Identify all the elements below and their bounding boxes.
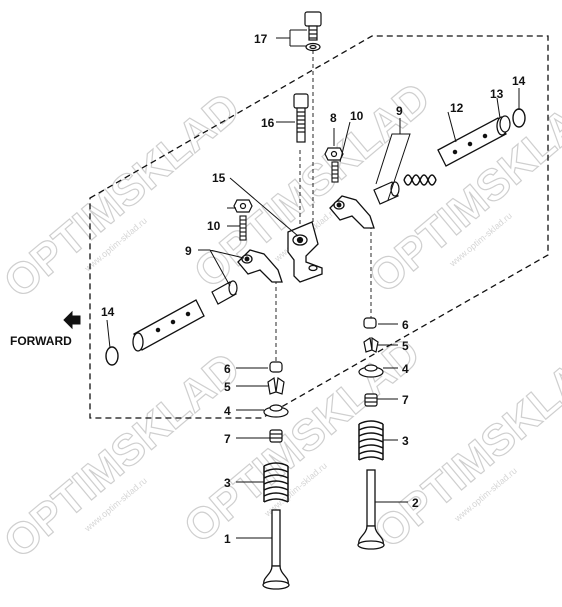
valve-1-left: [262, 509, 290, 590]
bushing-lower: [211, 280, 238, 305]
seal-7-left: [269, 429, 283, 443]
bolt-17: [304, 11, 322, 52]
valve-2-right: [357, 469, 385, 550]
nut-8-lower: [233, 199, 253, 213]
callout-4-right: 4: [402, 362, 409, 376]
forward-label: FORWARD: [10, 334, 72, 348]
callout-2: 2: [412, 496, 419, 510]
cotters-5-left: [267, 376, 285, 395]
cap-6-right: [363, 317, 377, 329]
callout-9-upper: 9: [396, 104, 403, 118]
assembly-boundary-dashed: [89, 35, 549, 419]
callout-14-lower: 14: [101, 305, 115, 319]
callout-12: 12: [450, 101, 464, 115]
callout-1: 1: [224, 532, 231, 546]
rocker-arm-9-upper: [329, 195, 375, 229]
callout-3-right: 3: [402, 434, 409, 448]
bolt-16: [293, 93, 309, 143]
cotters-5-right: [363, 336, 379, 353]
circlip-14-upper: [512, 108, 526, 128]
callout-15: 15: [212, 171, 226, 185]
retainer-4-left: [263, 404, 289, 418]
callout-17: 17: [254, 32, 268, 46]
callout-8: 8: [330, 111, 337, 125]
nut-8: [324, 147, 344, 161]
rocker-arm-9-lower: [237, 249, 283, 283]
callout-6-left: 6: [224, 362, 231, 376]
callout-5-right: 5: [402, 339, 409, 353]
callout-16: 16: [261, 116, 275, 130]
retainer-4-right: [358, 364, 384, 378]
valve-spring-3-left: [263, 462, 289, 503]
valve-spring-3-right: [358, 420, 384, 461]
callout-4-left: 4: [224, 404, 231, 418]
callout-7-left: 7: [224, 432, 231, 446]
callout-10-lower: 10: [207, 219, 221, 233]
rocker-support-15: [287, 221, 323, 283]
screw-10-upper: [331, 161, 339, 183]
forward-arrow-icon: [63, 310, 81, 330]
callout-14-upper: 14: [512, 74, 526, 88]
circlip-14-lower: [105, 346, 119, 366]
callouts: 17 16 8 10 9 12 13 14 15 10 9 14 6 5 4 7…: [101, 32, 526, 546]
callout-9-lower: 9: [185, 244, 192, 258]
seal-7-right: [364, 393, 378, 407]
cap-6-left: [269, 361, 283, 373]
screw-10-lower: [239, 215, 247, 241]
callout-5-left: 5: [224, 380, 231, 394]
forward-indicator: FORWARD: [10, 310, 81, 348]
bushing-upper: [373, 181, 400, 205]
callout-10-upper: 10: [350, 109, 364, 123]
callout-3-left: 3: [224, 476, 231, 490]
shaft-spring: [403, 174, 437, 186]
spacer-13: [499, 115, 511, 133]
rocker-shaft-lower: [132, 299, 205, 352]
callout-13: 13: [490, 87, 504, 101]
centerlines: [275, 50, 372, 370]
leader-lines: [106, 29, 520, 539]
callout-6-right: 6: [402, 318, 409, 332]
callout-7-right: 7: [402, 393, 409, 407]
